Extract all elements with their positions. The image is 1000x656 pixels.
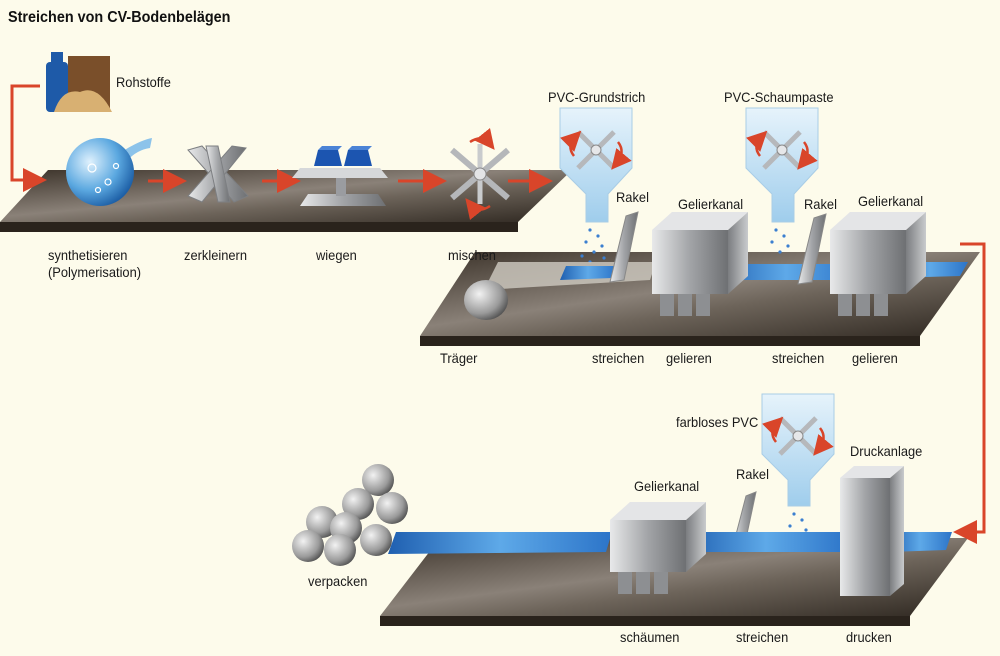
label-mischen: mischen [448,247,496,263]
diagram-title: Streichen von CV-Bodenbelägen [8,9,231,26]
label-rakel-1: Rakel [616,189,649,205]
label-gelieren-1: gelieren [666,350,712,366]
label-gelierkanal-2: Gelierkanal [858,193,924,209]
crusher-blades-icon [187,145,249,203]
label-streichen-2: streichen [772,350,825,366]
packaged-rolls-icon [292,464,408,566]
pvc-base-coat-tank [559,107,633,264]
label-gelierkanal-1: Gelierkanal [678,196,744,212]
label-rakel-2: Rakel [804,196,837,212]
reactor-flask-icon [66,138,152,206]
flow-arrows [10,84,986,544]
label-polymerisation: (Polymerisation) [48,264,142,280]
label-gelierkanal-3: Gelierkanal [634,478,700,494]
doctor-blade-1 [609,211,639,283]
gelling-channel-2 [830,212,926,316]
bottom-conveyor-platform [380,538,968,626]
scale-icon [292,146,388,206]
gelling-channel-3 [610,502,706,594]
label-rakel-3: Rakel [736,466,769,482]
label-pvc-schaumpaste: PVC-Schaumpaste [724,89,834,105]
carrier-roll [464,280,508,320]
label-drucken: drucken [846,629,892,645]
label-zerkleinern: zerkleinern [184,247,248,263]
label-traeger: Träger [440,350,478,366]
label-streichen-3: streichen [736,629,789,645]
label-synthetisieren: synthetisieren [48,247,128,263]
clear-pvc-tank [761,393,835,532]
label-pvc-grundstrich: PVC-Grundstrich [548,89,646,105]
label-streichen-1: streichen [592,350,645,366]
mixer-icon [450,127,510,221]
label-farbloses-pvc: farbloses PVC [676,414,759,430]
gelling-channel-1 [652,212,748,316]
label-schaeumen: schäumen [620,629,680,645]
printing-unit [840,466,904,596]
label-verpacken: verpacken [308,573,368,589]
doctor-blade-2 [797,213,827,285]
label-druckanlage: Druckanlage [850,443,923,459]
label-gelieren-2: gelieren [852,350,898,366]
pvc-foam-paste-tank [745,107,819,254]
raw-materials-icon [46,52,112,112]
label-wiegen: wiegen [316,247,357,263]
label-rohstoffe: Rohstoffe [116,74,171,90]
